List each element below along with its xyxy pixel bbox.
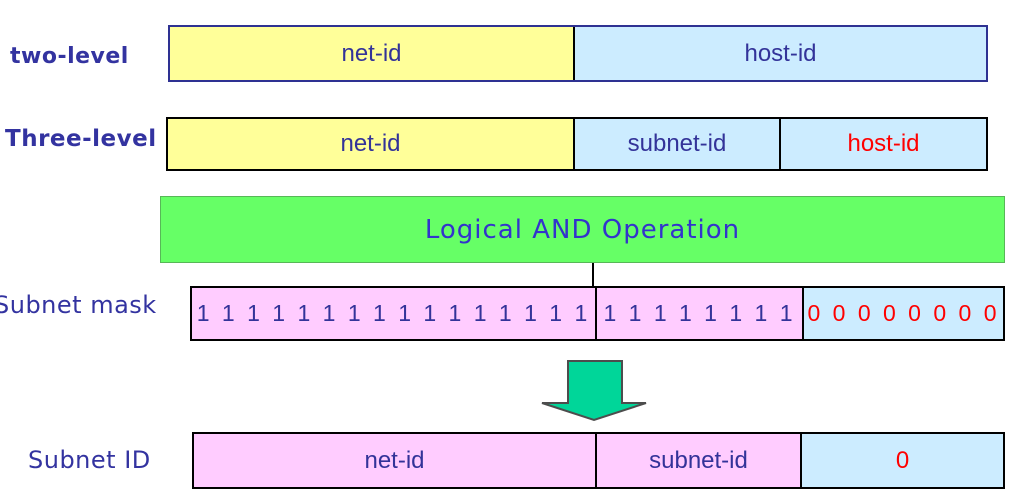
three-level-row: net-id subnet-id host-id — [166, 117, 988, 171]
subnet-id-subnet-id-cell: subnet-id — [595, 434, 800, 487]
logical-and-bar: Logical AND Operation — [160, 196, 1005, 263]
two-level-row: net-id host-id — [168, 25, 988, 82]
row-label-subnet-mask: Subnet mask — [0, 291, 157, 319]
three-level-subnet-id-cell: subnet-id — [573, 119, 779, 169]
subnet-mask-netid-bits-cell: 1 1 1 1 1 1 1 1 1 1 1 1 1 1 1 1 — [192, 288, 595, 339]
subnet-mask-subnet-bits-cell: 1 1 1 1 1 1 1 1 — [595, 288, 802, 339]
logical-and-label: Logical AND Operation — [424, 214, 741, 245]
row-label-subnet-id: Subnet ID — [28, 446, 151, 474]
row-label-three-level: Three-level — [5, 126, 157, 152]
down-arrow-icon — [541, 360, 647, 422]
subnet-id-net-id-cell: net-id — [194, 434, 595, 487]
subnet-id-zero-cell: 0 — [800, 434, 1003, 487]
two-level-host-id-cell: host-id — [573, 27, 986, 80]
subnet-id-row: net-id subnet-id 0 — [192, 432, 1005, 489]
two-level-net-id-cell: net-id — [170, 27, 573, 80]
subnet-mask-row: 1 1 1 1 1 1 1 1 1 1 1 1 1 1 1 1 1 1 1 1 … — [190, 286, 1005, 341]
three-level-net-id-cell: net-id — [168, 119, 573, 169]
three-level-host-id-cell: host-id — [779, 119, 986, 169]
subnet-mask-host-bits-cell: 0 0 0 0 0 0 0 0 — [802, 288, 1003, 339]
row-label-two-level: two-level — [10, 44, 129, 69]
connector-line — [592, 263, 594, 286]
